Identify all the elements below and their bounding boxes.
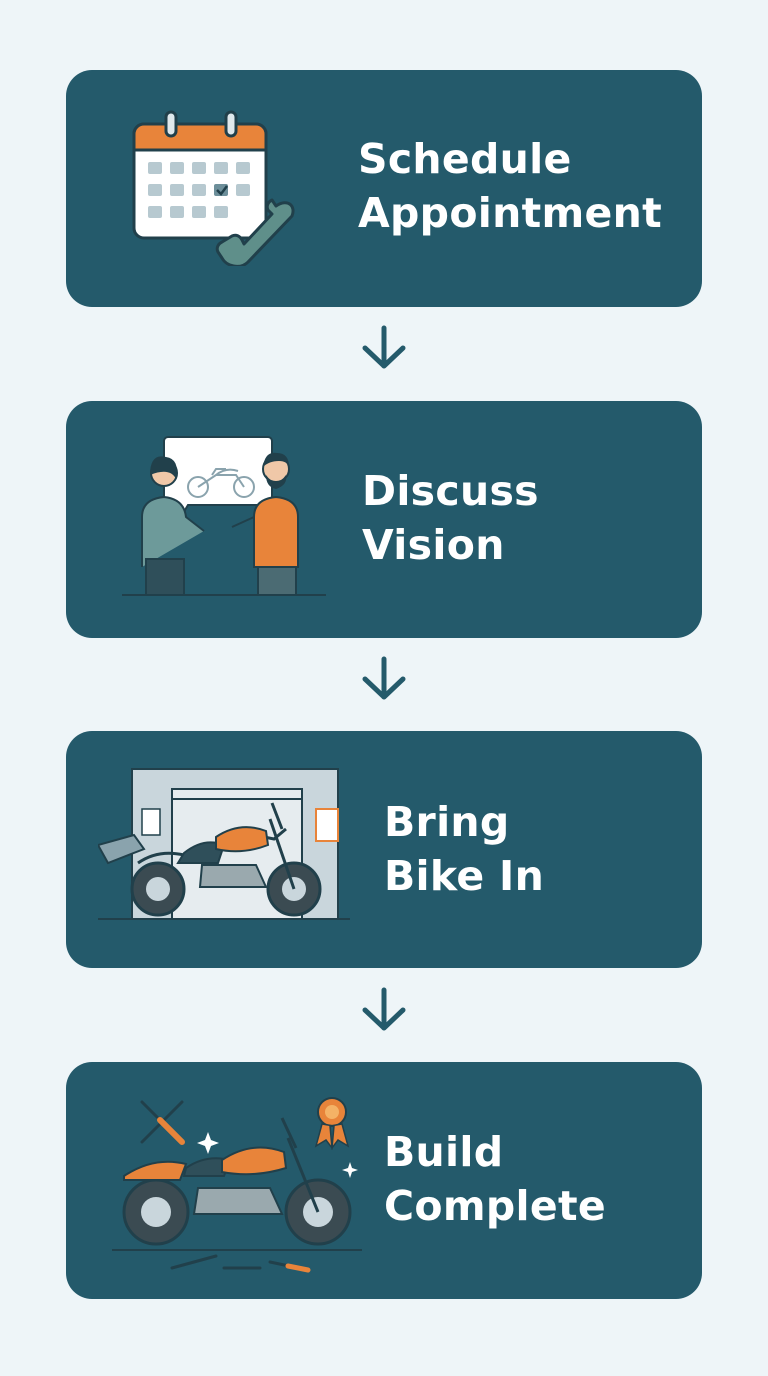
step-card-bring: Bring Bike In (66, 731, 702, 968)
people-discussing-icon (122, 436, 326, 596)
garage-motorcycle-icon (98, 768, 350, 920)
down-arrow-icon (362, 656, 406, 700)
step-label-line2: Bike In (384, 852, 545, 900)
step-label-line2: Complete (384, 1182, 606, 1230)
step-label-line2: Appointment (358, 189, 663, 237)
step-label-line1: Bring (384, 798, 510, 846)
step-card-discuss: Discuss Vision (66, 401, 702, 638)
step-label-bring: Bring Bike In (384, 795, 544, 903)
step-label-line1: Discuss (362, 467, 539, 515)
down-arrow-icon (362, 325, 406, 369)
step-label-schedule: Schedule Appointment (358, 132, 662, 240)
step-card-build: Build Complete (66, 1062, 702, 1299)
step-label-line1: Build (384, 1128, 504, 1176)
down-arrow-icon (362, 987, 406, 1031)
step-label-discuss: Discuss Vision (362, 464, 539, 572)
calendar-phone-icon (132, 110, 295, 266)
finished-motorcycle-icon (112, 1097, 362, 1273)
step-label-line1: Schedule (358, 135, 572, 183)
step-label-line2: Vision (362, 521, 505, 569)
step-card-schedule: Schedule Appointment (66, 70, 702, 307)
step-label-build: Build Complete (384, 1125, 606, 1233)
